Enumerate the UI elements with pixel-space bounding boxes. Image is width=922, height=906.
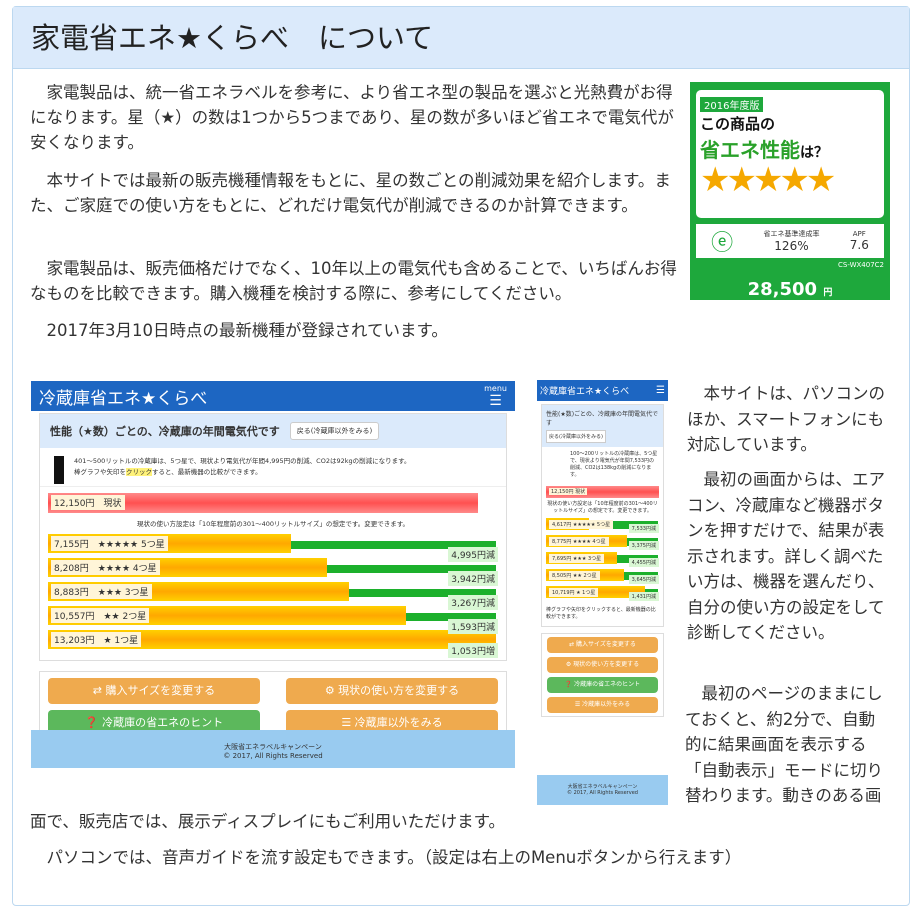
footer-copyright: © 2017, All Rights Reserved [223, 752, 323, 760]
mobile-heading: 性能(★数)ごとの、冷蔵庫の年間電気代です [546, 411, 659, 427]
side-paragraph: 最初のページのままにしておくと、約2分で、自動的に結果画面を表示する「自動表示」… [30, 684, 883, 831]
bar-label: 8,883円 ★★★ 3つ星 [51, 584, 152, 599]
rating-row: 8,208円 ★★★★ 4つ星 3,942円減 [48, 558, 498, 586]
bar-label: 7,155円 ★★★★★ 5つ星 [51, 536, 168, 551]
savings-arrow-icon[interactable] [406, 612, 496, 621]
bar-label: 8,775円 ★★★★ 4つ星 [549, 537, 609, 546]
footer-org: 大阪省エネラベルキャンペーン [567, 784, 638, 790]
change-size-button[interactable]: ⇄ 購入サイズを変更する [547, 637, 658, 653]
rating-row: 10,557円 ★★ 2つ星 1,593円減 [48, 606, 498, 634]
current-bar[interactable]: 12,150円 現状 [546, 486, 659, 498]
side-paragraph: 最初の画面からは、エアコン、冷蔵庫など機器ボタンを押すだけで、結果が表示されます… [687, 470, 885, 642]
voice-paragraph: パソコンでは、音声ガイドを流す設定もできます。（設定は右上のMenuボタンから行… [46, 848, 742, 867]
rate-value: 126% [774, 239, 809, 253]
rating-row: 7,695円 ★★★ 3つ星 4,455円減 [546, 552, 659, 567]
panel-header: 家電省エネ★くらべ について [13, 7, 909, 69]
change-usage-button[interactable]: ⚙ 現状の使い方を変更する [547, 657, 658, 673]
info-text: 100〜200リットルの冷蔵庫は、5つ星で、現状より電気代が年間7,533円の削… [570, 451, 658, 478]
intro-paragraph: 本サイトでは最新の販売機種情報をもとに、星の数ごとの削減効果を紹介します。また、… [30, 171, 671, 215]
label-line2: 省エネ性能 [700, 138, 800, 162]
hint-button[interactable]: ❓ 冷蔵庫の省エネのヒント [547, 677, 658, 693]
rating-row: 7,155円 ★★★★★ 5つ星 4,995円減 [48, 534, 498, 562]
fridge-icon [54, 456, 64, 484]
float-spacer [30, 681, 685, 806]
intro-paragraph: 家電製品は、統一省エネラベルを参考に、より省エネ型の製品を選ぶと光熱費がお得にな… [30, 83, 674, 152]
label-line1: この商品の [700, 115, 776, 133]
change-size-button[interactable]: ⇄ 購入サイズを変更する [48, 678, 260, 704]
savings-arrow-icon[interactable] [588, 521, 658, 529]
bar-label: 10,719円 ★ 1つ星 [549, 588, 599, 597]
auto-paragraph-wrap: 最初のページのままにしておくと、約2分で、自動的に結果画面を表示する「自動表示」… [30, 681, 890, 834]
desktop-screenshot: 冷蔵庫省エネ★くらべ menu☰ 性能（★数）ごとの、冷蔵庫の年間電気代です戻る(… [31, 381, 515, 768]
model-number: CS-WX407C2 [838, 261, 884, 269]
note-text: 現状の使い方設定は「10年程度前の301〜400リットルサイズ」の想定です。変更… [136, 520, 410, 528]
savings-arrow-icon[interactable] [326, 564, 496, 573]
bar-label: 7,695円 ★★★ 3つ星 [549, 554, 605, 563]
rating-row: 13,203円 ★ 1つ星 1,053円増 [48, 630, 498, 658]
menu-label: menu [484, 383, 507, 393]
rating-bar[interactable] [48, 630, 496, 649]
change-usage-button[interactable]: ⚙ 現状の使い方を変更する [286, 678, 498, 704]
intro-paragraph: 家電製品は、販売価格だけでなく、10年以上の電気代も含めることで、いちばんお得な… [30, 259, 677, 303]
rating-row: 10,719円 ★ 1つ星 1,431円減 [546, 586, 659, 601]
rating-row: 4,617円 ★★★★★ 5つ星 7,533円減 [546, 518, 659, 533]
star-rating-icon: ★★★★★ [700, 160, 836, 200]
current-bar[interactable]: 12,150円 現状 [48, 493, 478, 513]
label-line2b: は？ [800, 145, 828, 161]
diff-badge: 3,942円減 [448, 571, 498, 586]
diff-badge: 3,645円減 [628, 575, 659, 584]
bar-label: 8,505円 ★★ 2つ星 [549, 571, 600, 580]
diff-badge: 3,267円減 [448, 595, 498, 610]
about-panel: 家電省エネ★くらべ について [12, 6, 910, 906]
bar-label: 4,617円 ★★★★★ 5つ星 [549, 520, 614, 529]
click-hint: 棒グラフや矢印をクリックすると、最新機器の比較ができます。 [546, 607, 656, 620]
footer-copyright: © 2017, All Rights Reserved [567, 790, 638, 796]
note-text: 現状の使い方設定は「10年程度前の301〜400リットルサイズ」の想定です。変更… [547, 501, 658, 514]
footer: 大阪省エネラベルキャンペーン© 2017, All Rights Reserve… [537, 775, 668, 805]
date-paragraph: 2017年3月10日時点の最新機種が登録されています。 [46, 321, 448, 340]
savings-arrow-icon[interactable] [290, 540, 496, 549]
diff-badge: 3,375円減 [628, 541, 659, 550]
app-title: 冷蔵庫省エネ★くらべ [540, 387, 630, 397]
other-appliances-button[interactable]: ☰ 冷蔵庫以外をみる [547, 697, 658, 713]
app-title: 冷蔵庫省エネ★くらべ [39, 388, 208, 409]
click-hint: クリック [126, 468, 152, 476]
menu-icon[interactable]: ☰ [656, 385, 665, 396]
e-mark-icon: ⓔ [711, 231, 734, 256]
rating-row: 8,775円 ★★★★ 4つ星 3,375円減 [546, 535, 659, 550]
back-button[interactable]: 戻る(冷蔵庫以外をみる) [546, 430, 606, 443]
bar-label: 12,150円 現状 [51, 495, 125, 510]
info-text-2a: 棒グラフや矢印を [74, 468, 126, 476]
info-text: 401〜500リットルの冷蔵庫は、5つ星で、現状より電気代が年間4,995円の削… [74, 457, 411, 465]
apf-label: APF [852, 230, 866, 238]
info-text-2b: すると、最新機器の比較ができます。 [152, 468, 262, 476]
footer: 大阪省エネラベルキャンペーン© 2017, All Rights Reserve… [31, 730, 515, 768]
diff-badge: 1,431円減 [628, 592, 659, 601]
diff-badge: 7,533円減 [628, 524, 659, 533]
label-year: 2016年度版 [700, 97, 764, 112]
label-price: 28,500 [747, 279, 818, 300]
side-paragraph: 本サイトは、パソコンのほか、スマートフォンにも対応しています。 [687, 384, 885, 454]
rating-row: 8,883円 ★★★ 3つ星 3,267円減 [48, 582, 498, 610]
bar-label: 8,208円 ★★★★ 4つ星 [51, 560, 160, 575]
back-button[interactable]: 戻る(冷蔵庫以外をみる) [289, 422, 380, 440]
savings-arrow-icon[interactable] [349, 588, 496, 597]
rate-label: 省エネ基準達成率 [763, 230, 820, 238]
rating-row: 8,505円 ★★ 2つ星 3,645円減 [546, 569, 659, 584]
diff-badge: 1,053円増 [448, 643, 498, 658]
diff-badge: 4,995円減 [448, 547, 498, 562]
bar-label: 13,203円 ★ 1つ星 [51, 632, 142, 647]
desktop-heading: 性能（★数）ごとの、冷蔵庫の年間電気代です [50, 425, 280, 438]
price-unit: 円 [823, 288, 833, 298]
apf-value: 7.6 [849, 238, 869, 252]
diff-badge: 1,593円減 [448, 619, 498, 634]
page-title: 家電省エネ★くらべ について [31, 21, 434, 55]
menu-icon[interactable]: menu☰ [484, 383, 507, 409]
bar-label: 12,150円 現状 [549, 488, 588, 495]
footer-org: 大阪省エネラベルキャンペーン [224, 743, 322, 751]
bar-label: 10,557円 ★★ 2つ星 [51, 608, 150, 623]
diff-badge: 4,455円減 [628, 558, 659, 567]
mobile-screenshot: 冷蔵庫省エネ★くらべ ☰ 性能(★数)ごとの、冷蔵庫の年間電気代です戻る(冷蔵庫以… [537, 380, 668, 805]
